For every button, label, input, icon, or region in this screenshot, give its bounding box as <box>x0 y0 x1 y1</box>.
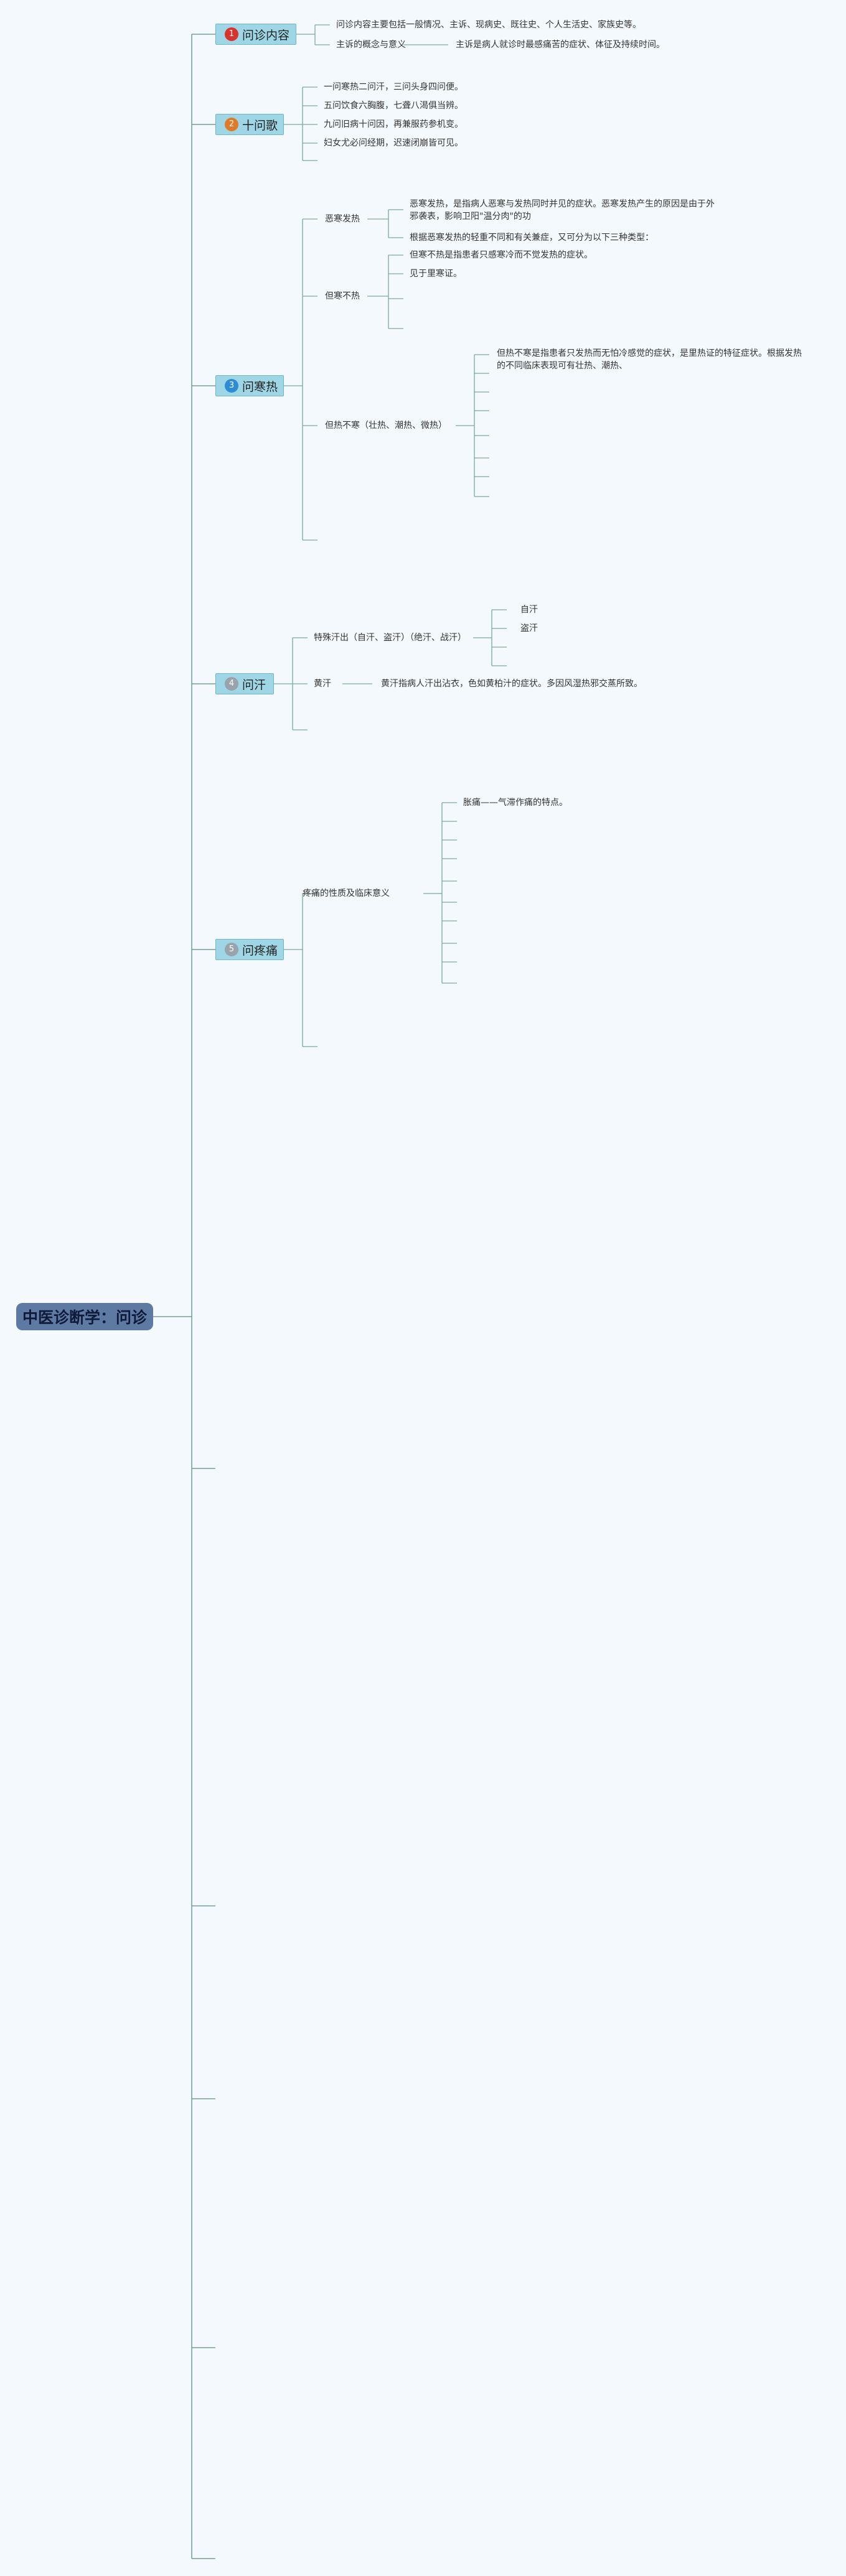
node-spontaneous-sweating[interactable]: 自汗 <box>520 605 538 615</box>
node-heat-without-cold[interactable]: 但热不寒（壮热、潮热、微热） <box>325 421 447 431</box>
node-general-content[interactable]: 问诊内容主要包括一般情况、主诉、现病史、既往史、个人生活史、家族史等。 <box>336 20 641 30</box>
node-yellow-sweat[interactable]: 黄汗 <box>314 679 331 689</box>
node-special-sweating[interactable]: 特殊汗出（自汗、盗汗）（绝汗、战汗） <box>314 633 466 643</box>
node-chief-complaint[interactable]: 主诉的概念与意义 <box>336 40 406 50</box>
number-badge-icon: 3 <box>225 379 238 393</box>
topic-inquiry-content[interactable]: 1 问诊内容 <box>215 24 296 45</box>
root-topic[interactable]: 中医诊断学：问诊 <box>16 1303 153 1330</box>
node-ten-questions-line-4[interactable]: 妇女尤必问经期，迟速闭崩皆可见。 <box>324 138 463 148</box>
topic-pain[interactable]: 5 问疼痛 <box>215 939 284 960</box>
number-badge-icon: 4 <box>225 677 238 691</box>
topic-label: 问诊内容 <box>242 28 290 42</box>
node-aversion-types[interactable]: 根据恶寒发热的轻重不同和有关兼症，又可分为以下三种类型： <box>410 233 654 243</box>
topic-label: 问疼痛 <box>242 943 278 958</box>
number-badge-icon: 2 <box>225 118 238 131</box>
node-aversion-cold-fever[interactable]: 恶寒发热 <box>325 214 360 224</box>
root-topic-label: 中医诊断学：问诊 <box>22 1309 147 1327</box>
node-night-sweating[interactable]: 盗汗 <box>520 623 538 633</box>
topic-label: 问汗 <box>242 678 266 692</box>
node-chief-complaint-definition[interactable]: 主诉是病人就诊时最感痛苦的症状、体征及持续时间。 <box>456 40 665 50</box>
topic-label: 十问歌 <box>242 118 278 133</box>
topic-label: 问寒热 <box>242 380 278 394</box>
node-ten-questions-line-3[interactable]: 九问旧病十问因，再兼服药参机变。 <box>324 119 463 129</box>
node-cold-without-heat[interactable]: 但寒不热 <box>325 291 360 301</box>
topic-ten-questions[interactable]: 2 十问歌 <box>215 114 284 135</box>
node-distending-pain[interactable]: 胀痛——气滞作痛的特点。 <box>463 798 568 808</box>
topic-sweat[interactable]: 4 问汗 <box>215 673 274 694</box>
node-ten-questions-line-1[interactable]: 一问寒热二问汗，三问头身四问便。 <box>324 82 463 92</box>
node-ten-questions-line-2[interactable]: 五问饮食六胸腹，七聋八渴俱当辨。 <box>324 101 463 111</box>
node-heat-only-definition[interactable]: 但热不寒是指患者只发热而无怕冷感觉的症状，是里热证的特征症状。根据发热的不同临床… <box>497 348 802 371</box>
topic-cold-heat[interactable]: 3 问寒热 <box>215 375 284 396</box>
node-cold-only-interior-cold[interactable]: 见于里寒证。 <box>410 269 462 279</box>
number-badge-icon: 1 <box>225 27 238 41</box>
node-cold-only-definition[interactable]: 但寒不热是指患者只感寒冷而不觉发热的症状。 <box>410 250 593 260</box>
node-yellow-sweat-definition[interactable]: 黄汗指病人汗出沾衣，色如黄柏汁的症状。多因风湿热邪交蒸所致。 <box>381 679 642 689</box>
node-aversion-definition[interactable]: 恶寒发热，是指病人恶寒与发热同时并见的症状。恶寒发热产生的原因是由于外邪袭表，影… <box>410 199 715 222</box>
number-badge-icon: 5 <box>225 943 238 956</box>
node-pain-nature[interactable]: 疼痛的性质及临床意义 <box>303 889 390 898</box>
